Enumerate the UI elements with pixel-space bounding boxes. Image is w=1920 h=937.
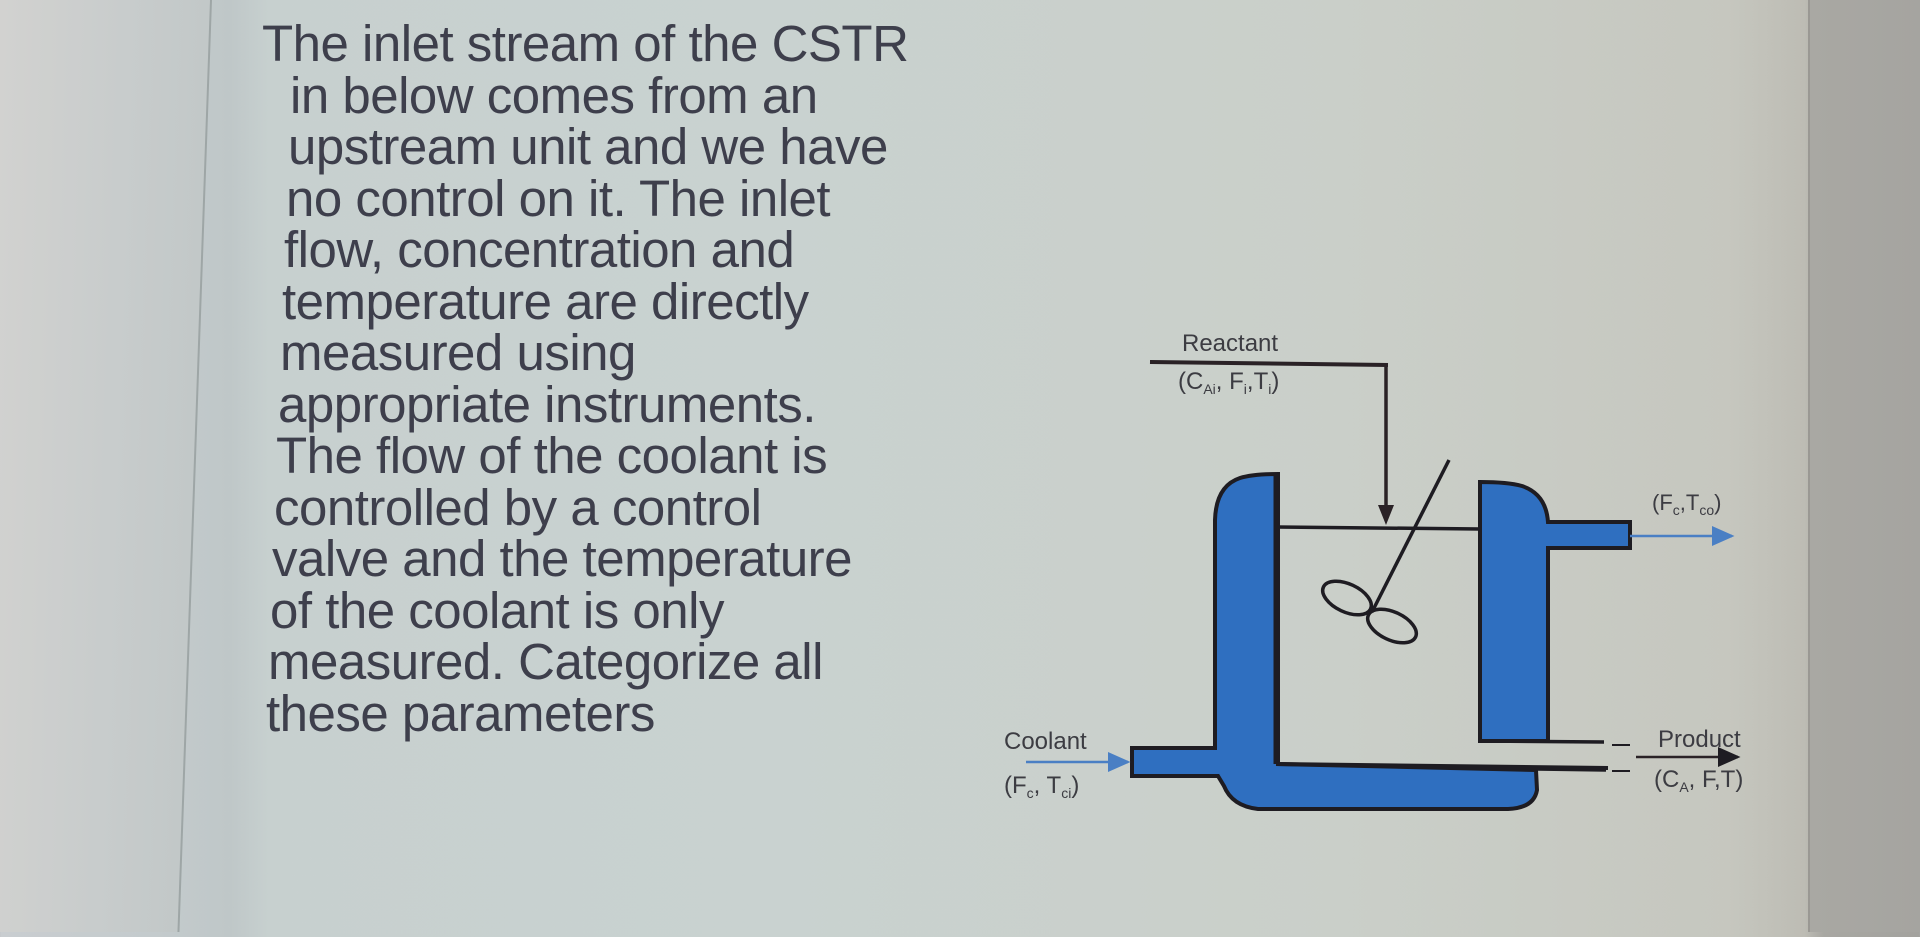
product-label: Product [1658,726,1741,753]
question-line: The flow of the coolant is [276,427,828,484]
question-line: of the coolant is only [270,581,724,639]
agitator-icon [1320,459,1451,645]
question-line: measured. Categorize all [268,633,823,690]
coolant-label: Coolant [1004,728,1087,755]
question-line: temperature are directly [282,272,809,330]
coolant-in-variables: (Fc, Tci) [1004,772,1080,801]
question-line: The inlet stream of the CSTR [262,15,909,72]
reactant-variables: (CAi, Fi,Ti) [1178,368,1280,397]
reactant-label: Reactant [1182,330,1279,357]
question-line: flow, concentration and [284,221,795,278]
question-line: valve and the temperature [272,530,853,587]
question-line: appropriate instruments. [278,375,816,433]
question-line: no control on it. The inlet [286,169,831,227]
reactant-feed-line [1149,360,1394,525]
arrow-down-icon [1378,505,1394,525]
product-variables: (CA, F,T) [1654,766,1744,795]
monitor-bezel-right [1808,0,1920,932]
product-outlet [1479,739,1741,772]
question-line: these parameters [266,684,655,742]
question-line: controlled by a control [274,478,762,536]
coolant-out-variables: (Fc,Tco) [1652,490,1722,518]
cooling-jacket-right [1478,479,1632,743]
question-line: measured using [280,324,636,381]
question-line: in below comes from an [290,66,818,124]
liquid-level [1276,525,1481,531]
question-line: upstream unit and we have [288,118,888,175]
jacket-left-body [1130,471,1540,811]
question-text: The inlet stream of the CSTR in below co… [262,18,1022,739]
